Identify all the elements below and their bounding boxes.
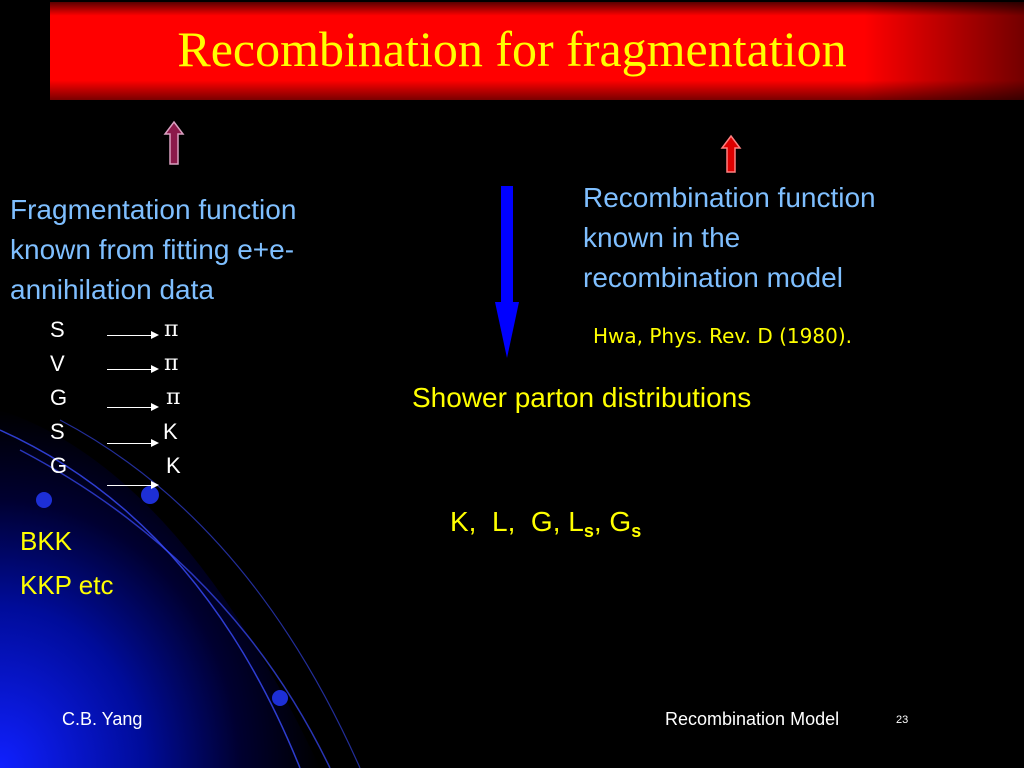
- particle-list: K, L, G, Ls, Gs: [450, 506, 641, 542]
- subscript: s: [631, 521, 642, 541]
- text-line: known from fitting e+e-: [10, 234, 295, 265]
- hadron-label: π: [166, 385, 181, 410]
- mapping-row: V π: [50, 351, 200, 385]
- arrow-icon: [107, 331, 159, 339]
- particle-text: , G: [593, 506, 632, 537]
- mapping-row: S π: [50, 317, 200, 351]
- author-footer: C.B. Yang: [62, 709, 143, 729]
- parton-hadron-mapping: S π V π G π S K G K: [50, 317, 200, 489]
- kkp-label: KKP etc: [20, 570, 114, 600]
- mapping-row: G π: [50, 385, 200, 419]
- hadron-label: π: [164, 317, 179, 342]
- footer-title: Recombination Model: [665, 709, 840, 729]
- arrow-icon: [107, 365, 159, 373]
- up-arrow-icon: [163, 120, 185, 165]
- text-line: annihilation data: [10, 274, 214, 305]
- bkk-label: BKK: [20, 526, 73, 556]
- text-line: Recombination function: [583, 182, 876, 213]
- slide-title: Recombination for fragmentation: [177, 21, 847, 77]
- arrow-icon: [107, 403, 159, 411]
- recombination-text: Recombination function known in the reco…: [583, 178, 876, 298]
- text-line: recombination model: [583, 262, 843, 293]
- arrow-icon: [107, 481, 159, 489]
- text-line: Fragmentation function: [10, 194, 297, 225]
- parton-label: S: [50, 317, 65, 342]
- mapping-row: G K: [50, 453, 200, 489]
- page-number: 23: [896, 714, 909, 726]
- parton-label: G: [50, 385, 68, 410]
- reference-citation: Hwa, Phys. Rev. D (1980).: [593, 324, 852, 348]
- particle-text: K, L, G, L: [450, 506, 584, 537]
- down-arrow-icon: [495, 186, 519, 358]
- text-line: known in the: [583, 222, 741, 253]
- title-bar: [50, 2, 1024, 100]
- fragmentation-text: Fragmentation function known from fittin…: [10, 190, 296, 310]
- up-arrow-icon: [720, 134, 742, 173]
- subscript: s: [583, 521, 594, 541]
- parton-label: V: [50, 351, 65, 376]
- shower-distributions-label: Shower parton distributions: [412, 382, 752, 413]
- hadron-label: π: [164, 351, 179, 376]
- arrow-icon: [107, 439, 159, 447]
- mapping-row: S K: [50, 419, 200, 453]
- parton-label: G: [50, 453, 68, 478]
- hadron-label: K: [166, 453, 181, 478]
- hadron-label: K: [163, 419, 178, 444]
- parton-label: S: [50, 419, 65, 444]
